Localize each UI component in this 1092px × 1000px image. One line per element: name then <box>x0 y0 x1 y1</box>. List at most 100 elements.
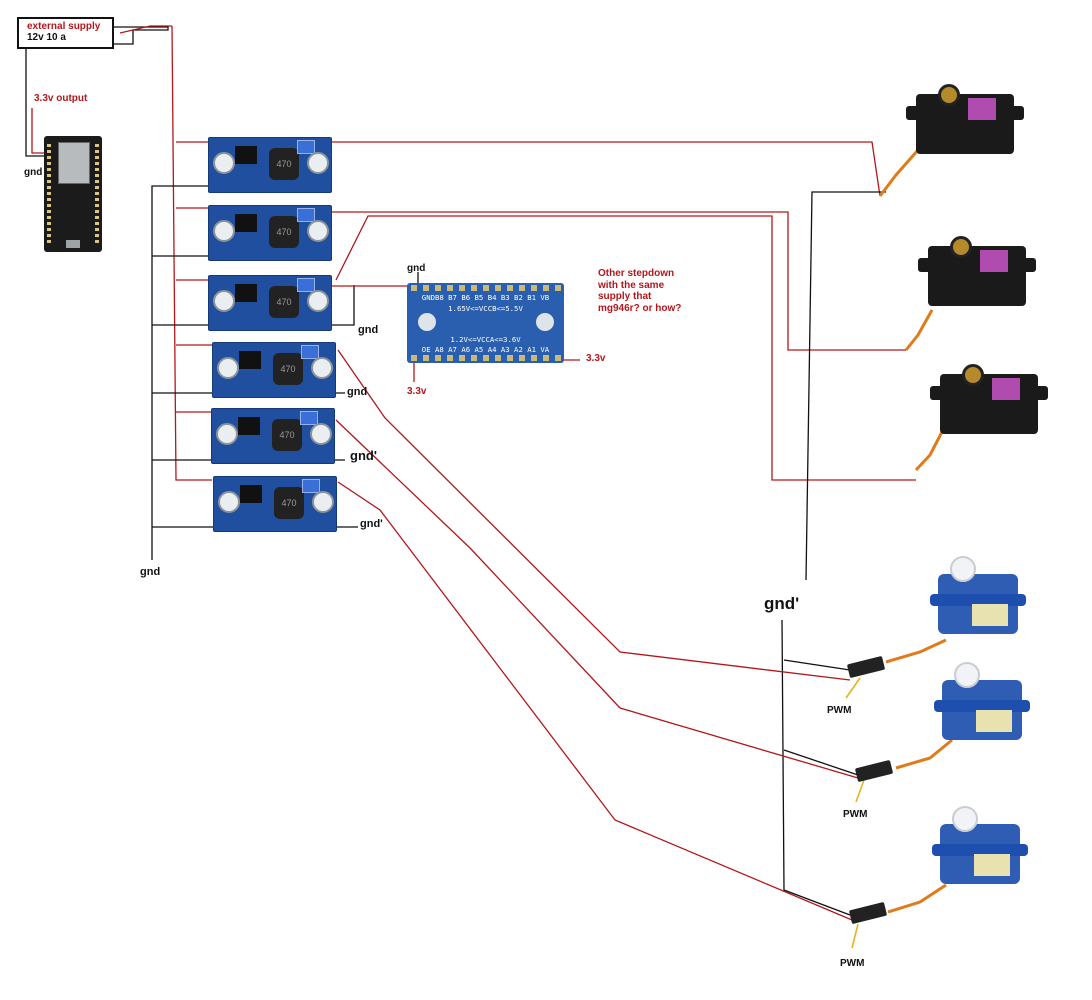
gnd-buck3-label: gnd <box>358 324 379 336</box>
buck-converter-3: 470 <box>208 275 332 331</box>
mcu-pin-header-right <box>95 144 99 244</box>
buck-converter-1: 470 <box>208 137 332 193</box>
mounting-hole-icon <box>418 313 436 331</box>
capacitor-icon <box>310 423 332 445</box>
gnd-shifter-label: gnd <box>407 263 426 274</box>
gnd-mcu-label: gnd <box>24 167 43 178</box>
trim-pot-icon <box>297 208 315 222</box>
servo-label-sticker <box>992 378 1020 400</box>
regulator-ic-icon <box>235 214 257 232</box>
buck2-to-servo2 <box>332 211 906 351</box>
servo-horn-icon <box>950 236 972 258</box>
pwm-lead-1 <box>845 677 861 699</box>
question-note: Other stepdown with the same supply that… <box>598 268 681 314</box>
buck-converter-2: 470 <box>208 205 332 261</box>
inductor-label: 470 <box>269 286 299 318</box>
servo-body <box>916 94 1014 154</box>
servo-mg946r-1 <box>906 84 1024 154</box>
trim-pot-icon <box>300 411 318 425</box>
capacitor-icon <box>218 491 240 513</box>
regulator-ic-icon <box>235 284 257 302</box>
level-shifter-board: GNDB8 B7 B6 B5 B4 B3 B2 B1 VB 1.65V<=VCC… <box>407 283 564 363</box>
gnd-bus-left <box>151 185 210 560</box>
buck2b-to-servo3 <box>335 215 916 481</box>
supply-red-bus <box>171 25 212 481</box>
capacitor-icon <box>216 423 238 445</box>
servo6-pigtail <box>887 883 947 914</box>
gnd-buck5-label: gnd' <box>350 448 377 463</box>
buck-converter-6: 470 <box>213 476 337 532</box>
shifter-vcca-range: 1.2V<=VCCA<=3.6V <box>450 335 521 344</box>
servo-horn-icon <box>952 806 978 832</box>
regulator-ic-icon <box>238 417 260 435</box>
buck-converter-5: 470 <box>211 408 335 464</box>
pwm-lead-3 <box>851 923 859 949</box>
servo-sg90-3 <box>932 806 1032 886</box>
shifter-vccb-range: 1.65V<=VCCB<=5.5V <box>448 304 523 313</box>
shifter-va-3v3-label: 3.3v <box>586 353 606 364</box>
mcu-3v3-out <box>31 108 46 154</box>
pwm-label-2: PWM <box>843 809 868 820</box>
shifter-top-pins: GNDB8 B7 B6 B5 B4 B3 B2 B1 VB <box>421 293 550 302</box>
output-3v3-label: 3.3v output <box>34 93 88 104</box>
pwm-label-1: PWM <box>827 705 852 716</box>
servo-label-sticker <box>968 98 996 120</box>
buck4-to-servo4 <box>337 349 851 681</box>
servo-body <box>940 374 1038 434</box>
pwm-lead-2 <box>855 779 865 803</box>
trim-pot-icon <box>297 140 315 154</box>
question-line: with the same <box>598 279 665 291</box>
supply-rating: 12v 10 a <box>27 32 66 43</box>
buck5-to-servo5 <box>335 419 859 779</box>
trim-pot-icon <box>301 345 319 359</box>
gnd-servo-label: gnd' <box>764 594 800 613</box>
regulator-ic-icon <box>235 146 257 164</box>
inductor-label: 470 <box>273 353 303 385</box>
gnd-buck6-label: gnd' <box>360 518 383 530</box>
usb-port-icon <box>66 240 80 248</box>
mcu-shield <box>58 142 90 184</box>
mounting-hole-icon <box>536 313 554 331</box>
gnd-left-label: gnd <box>140 566 161 578</box>
esp32-board <box>44 136 102 252</box>
servo5-pigtail <box>895 738 953 770</box>
servo3-pigtail <box>914 427 946 472</box>
shifter-top-pin-row <box>411 285 561 291</box>
capacitor-icon <box>307 290 329 312</box>
servo-label-sticker <box>976 710 1012 732</box>
external-supply-box: external supply 12v 10 a <box>17 17 114 49</box>
servo-horn-icon <box>954 662 980 688</box>
servo-horn-icon <box>938 84 960 106</box>
servo-horn-icon <box>950 556 976 582</box>
inductor-label: 470 <box>269 216 299 248</box>
buck-converter-4: 470 <box>212 342 336 398</box>
trim-pot-icon <box>302 479 320 493</box>
question-line: mg946r? or how? <box>598 302 682 314</box>
capacitor-icon <box>213 152 235 174</box>
supply-to-mcu-red <box>119 25 172 34</box>
gnd-to-servo4 <box>783 659 851 671</box>
capacitor-icon <box>311 357 333 379</box>
servo1-pigtail <box>878 149 920 197</box>
mcu-pin-header-left <box>47 144 51 244</box>
gnd-to-servo5 <box>783 749 859 776</box>
servo2-pigtail <box>904 309 934 351</box>
servo-sg90-2 <box>934 662 1034 742</box>
question-line: supply that <box>598 291 652 302</box>
gnd-servo-bus-bottom <box>781 619 851 916</box>
buck1-to-servo1 <box>330 141 881 197</box>
capacitor-icon <box>213 220 235 242</box>
shifter-bottom-pin-row <box>411 355 561 361</box>
inductor-label: 470 <box>272 419 302 451</box>
pwm-label-3: PWM <box>840 958 865 969</box>
capacitor-icon <box>312 491 334 513</box>
gnd-servo-bus-top <box>805 191 886 581</box>
trim-pot-icon <box>297 278 315 292</box>
inductor-label: 470 <box>269 148 299 180</box>
servo-label-sticker <box>972 604 1008 626</box>
capacitor-icon <box>213 290 235 312</box>
servo-mg946r-2 <box>918 236 1036 306</box>
servo-sg90-1 <box>930 556 1030 636</box>
servo-label-sticker <box>980 250 1008 272</box>
servo-mg946r-3 <box>930 364 1048 434</box>
